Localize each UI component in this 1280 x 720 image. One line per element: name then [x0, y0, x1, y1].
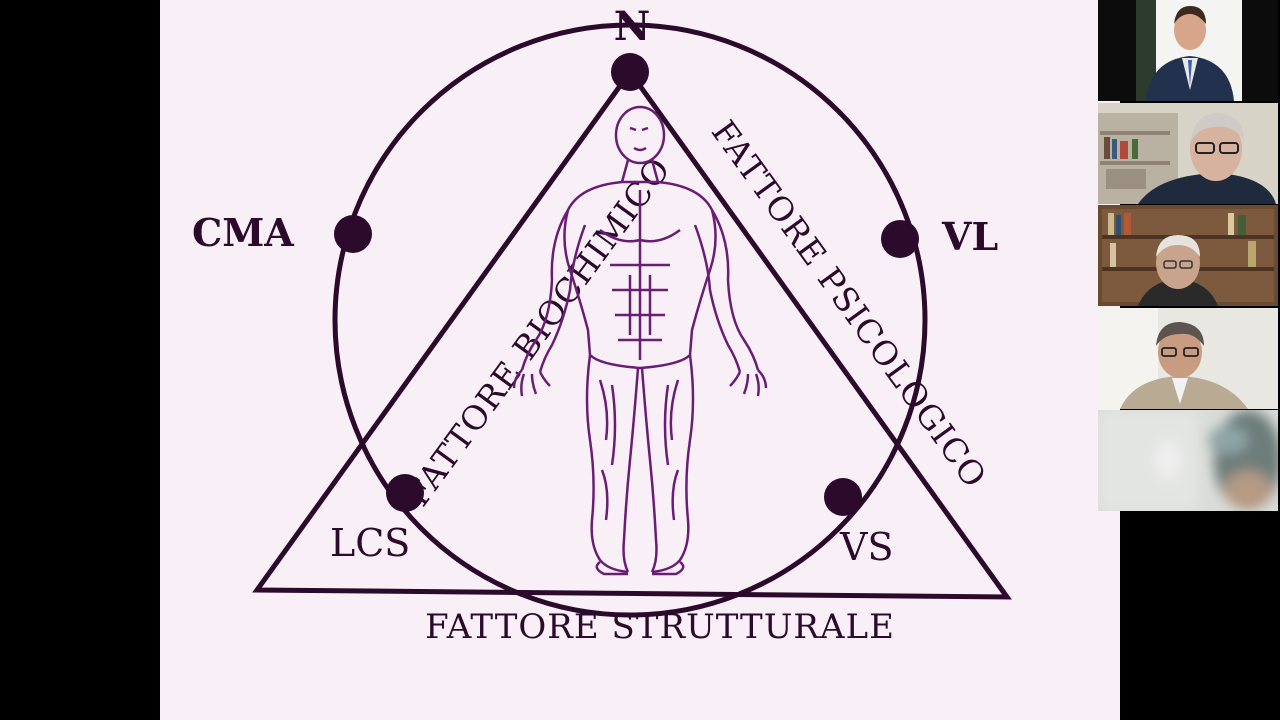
triangle [252, 67, 1012, 600]
label-fattore-psicologico: FATTORE PSICOLOGICO [704, 113, 995, 495]
participant-3-video [1098, 205, 1278, 306]
participant-1-video [1098, 0, 1278, 101]
participant-5-video [1098, 410, 1278, 511]
node-vl [881, 220, 919, 258]
participant-video-tile-3[interactable] [1098, 205, 1278, 306]
node-cma [334, 215, 372, 253]
node-n [611, 53, 649, 91]
participant-gallery [1098, 0, 1278, 512]
diagram: N CMA VL LCS VS FATTORE BIOCHIMICO FATTO… [192, 3, 1012, 647]
label-cma: CMA [192, 210, 294, 255]
outer-circle [332, 22, 928, 618]
participant-video-tile-5[interactable] [1098, 410, 1278, 511]
label-fattore-biochimico: FATTORE BIOCHIMICO [398, 150, 679, 513]
participant-video-tile-2[interactable] [1098, 103, 1278, 204]
label-vs: VS [839, 525, 893, 569]
label-lcs: LCS [330, 521, 410, 565]
label-vl: VL [941, 214, 998, 259]
label-n: N [614, 3, 651, 50]
shared-screen-slide: N CMA VL LCS VS FATTORE BIOCHIMICO FATTO… [160, 0, 1120, 720]
participant-2-video [1098, 103, 1278, 204]
participant-video-tile-4[interactable] [1098, 308, 1278, 409]
human-anatomy-figure-icon [512, 105, 768, 576]
label-fattore-strutturale: FATTORE STRUTTURALE [425, 607, 895, 647]
node-vs [824, 478, 862, 516]
node-lcs [386, 474, 424, 512]
participant-video-tile-1[interactable] [1098, 0, 1278, 101]
participant-4-video [1098, 308, 1278, 409]
